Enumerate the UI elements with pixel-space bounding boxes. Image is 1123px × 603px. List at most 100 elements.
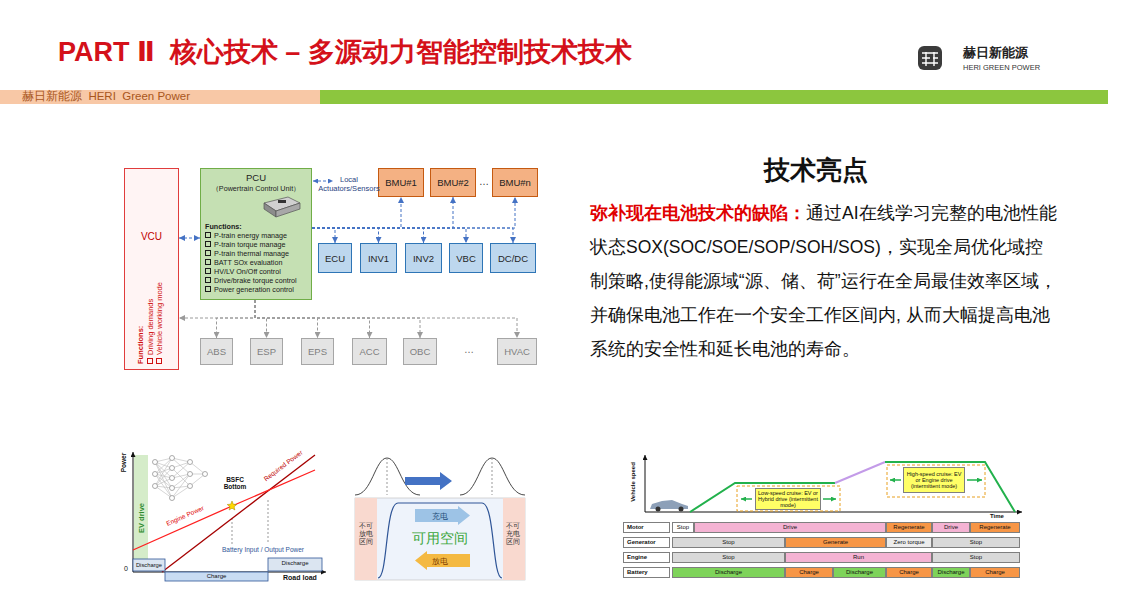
power-chart-part — [133, 452, 134, 572]
soc-window-figure-part — [355, 498, 377, 580]
text-label: Time — [990, 513, 1016, 520]
table-cell: Generate — [785, 537, 886, 548]
controller-box: INV1 — [360, 243, 397, 273]
soc-window-figure-part — [460, 458, 525, 495]
node-label: BMU#2 — [437, 177, 469, 188]
highlight-body: 通过AI在线学习完整的电池性能状态SOX(SOC/SOE/SOP/SOH/SOS… — [590, 203, 1057, 359]
text-label: BSFC Bottom — [218, 476, 252, 490]
neural-net-part-part — [170, 476, 175, 481]
function-item: Power generation control — [205, 285, 297, 294]
checkbox — [156, 358, 162, 364]
pcu-device-picture — [262, 195, 302, 219]
drive-cycle-chart-part — [890, 479, 901, 481]
table-cell: Engine — [623, 552, 670, 563]
node-label: ABS — [207, 346, 226, 357]
checkbox — [205, 250, 211, 256]
function-text: HV/LV On/Off control — [214, 267, 281, 276]
connector — [312, 228, 513, 243]
node-title: VCU — [125, 231, 178, 242]
text-label: Local Actuators/Sensors — [316, 176, 382, 193]
node-label: EPS — [308, 346, 327, 357]
table-cell: Stop — [932, 552, 1020, 563]
highlight-paragraph: 弥补现在电池技术的缺陷：通过AI在线学习完整的电池性能状态SOX(SOC/SOE… — [590, 196, 1058, 366]
soc-window-figure-part — [415, 551, 470, 570]
neural-net-part-part — [188, 484, 193, 489]
node-label: VBC — [456, 253, 476, 264]
node-label: BMU#n — [499, 177, 531, 188]
soc-window-figure-part — [355, 458, 420, 495]
connector — [255, 300, 517, 338]
power-chart — [133, 452, 326, 581]
function-heading: Functions: — [136, 274, 146, 364]
local-io-arrow — [313, 181, 333, 182]
function-item: HV/LV On/Off control — [205, 267, 297, 276]
slide-title: PART Ⅱ 核心技术 – 多源动力智能控制技术技术 — [58, 34, 632, 70]
controller-box: VBC — [449, 243, 483, 273]
logo-icon — [918, 46, 942, 70]
function-text: Drive/brake torque control — [214, 276, 297, 285]
text-label: Discharge — [268, 558, 322, 570]
checkbox — [147, 358, 153, 364]
text-label: … — [445, 338, 493, 362]
function-list: Functions:P-train energy manageP-train t… — [205, 222, 297, 294]
drive-cycle-chart-part — [887, 465, 985, 497]
connector — [217, 300, 256, 338]
neural-net-part-part — [188, 472, 193, 477]
soc-window-figure-part — [492, 458, 493, 495]
function-text: Power generation control — [214, 285, 294, 294]
node-label: ESP — [257, 346, 276, 357]
power-chart-part — [268, 558, 322, 571]
power-chart-part — [134, 455, 148, 571]
logo-icon-part — [922, 52, 938, 66]
soc-window-figure-part — [503, 498, 525, 580]
table-cell: Charge — [886, 567, 932, 578]
text-label: 充电 — [425, 511, 455, 521]
neural-net — [153, 456, 208, 501]
bmu-box: BMU#2 — [430, 168, 476, 197]
function-item: Driving demands — [146, 274, 156, 364]
node-title: PCU — [246, 172, 266, 183]
pcu-device-picture-part — [278, 200, 286, 203]
checkbox — [205, 259, 211, 265]
node-label: OBC — [410, 346, 431, 357]
chassis-module-box: ACC — [352, 338, 387, 365]
text-label: 不可放电区间 — [359, 522, 374, 545]
table-cell: Stop — [672, 552, 785, 563]
text-label: 放电 — [425, 556, 455, 566]
checkbox — [205, 268, 211, 274]
neural-net-part-part — [153, 472, 158, 477]
drive-cycle-chart-part — [656, 507, 661, 512]
bmu-box: BMU#1 — [378, 168, 424, 197]
connector — [312, 197, 453, 228]
table-cell: Generator — [623, 537, 670, 548]
drive-cycle-chart — [645, 455, 1022, 512]
local-io-arrow-part — [313, 181, 333, 182]
soc-window-figure-part — [387, 458, 388, 495]
table-cell: Charge — [970, 567, 1020, 578]
neural-net-part-part — [203, 472, 208, 477]
node-label: INV1 — [368, 253, 389, 264]
table-cell: Drive — [694, 522, 886, 533]
table-cell: Battery — [623, 567, 670, 578]
node-label: ACC — [359, 346, 379, 357]
soc-window-figure-part — [405, 472, 452, 490]
drive-cycle-chart-part — [737, 486, 840, 511]
drive-cycle-chart-part — [741, 498, 752, 500]
power-chart-part — [232, 518, 233, 544]
connector — [255, 300, 420, 338]
rotated-function-list: Functions:Driving demandsVehicle working… — [136, 274, 166, 364]
drive-cycle-chart-part — [690, 483, 835, 512]
text-label: 赫日新能源 HERI Green Power — [22, 90, 317, 104]
text-label: 技术亮点 — [764, 155, 884, 186]
chassis-module-box: EPS — [301, 338, 334, 365]
node-label: INV2 — [413, 253, 434, 264]
function-item: Vehicle working mode — [155, 274, 165, 364]
soc-window-figure — [355, 458, 525, 580]
function-text: Vehicle working mode — [155, 282, 164, 355]
table-cell: Stop — [672, 537, 785, 548]
soc-window-figure-part — [378, 503, 502, 578]
text-label: Low-speed cruise: EV or Hybrid drive (in… — [755, 488, 821, 510]
header-banner-part — [320, 90, 1108, 104]
